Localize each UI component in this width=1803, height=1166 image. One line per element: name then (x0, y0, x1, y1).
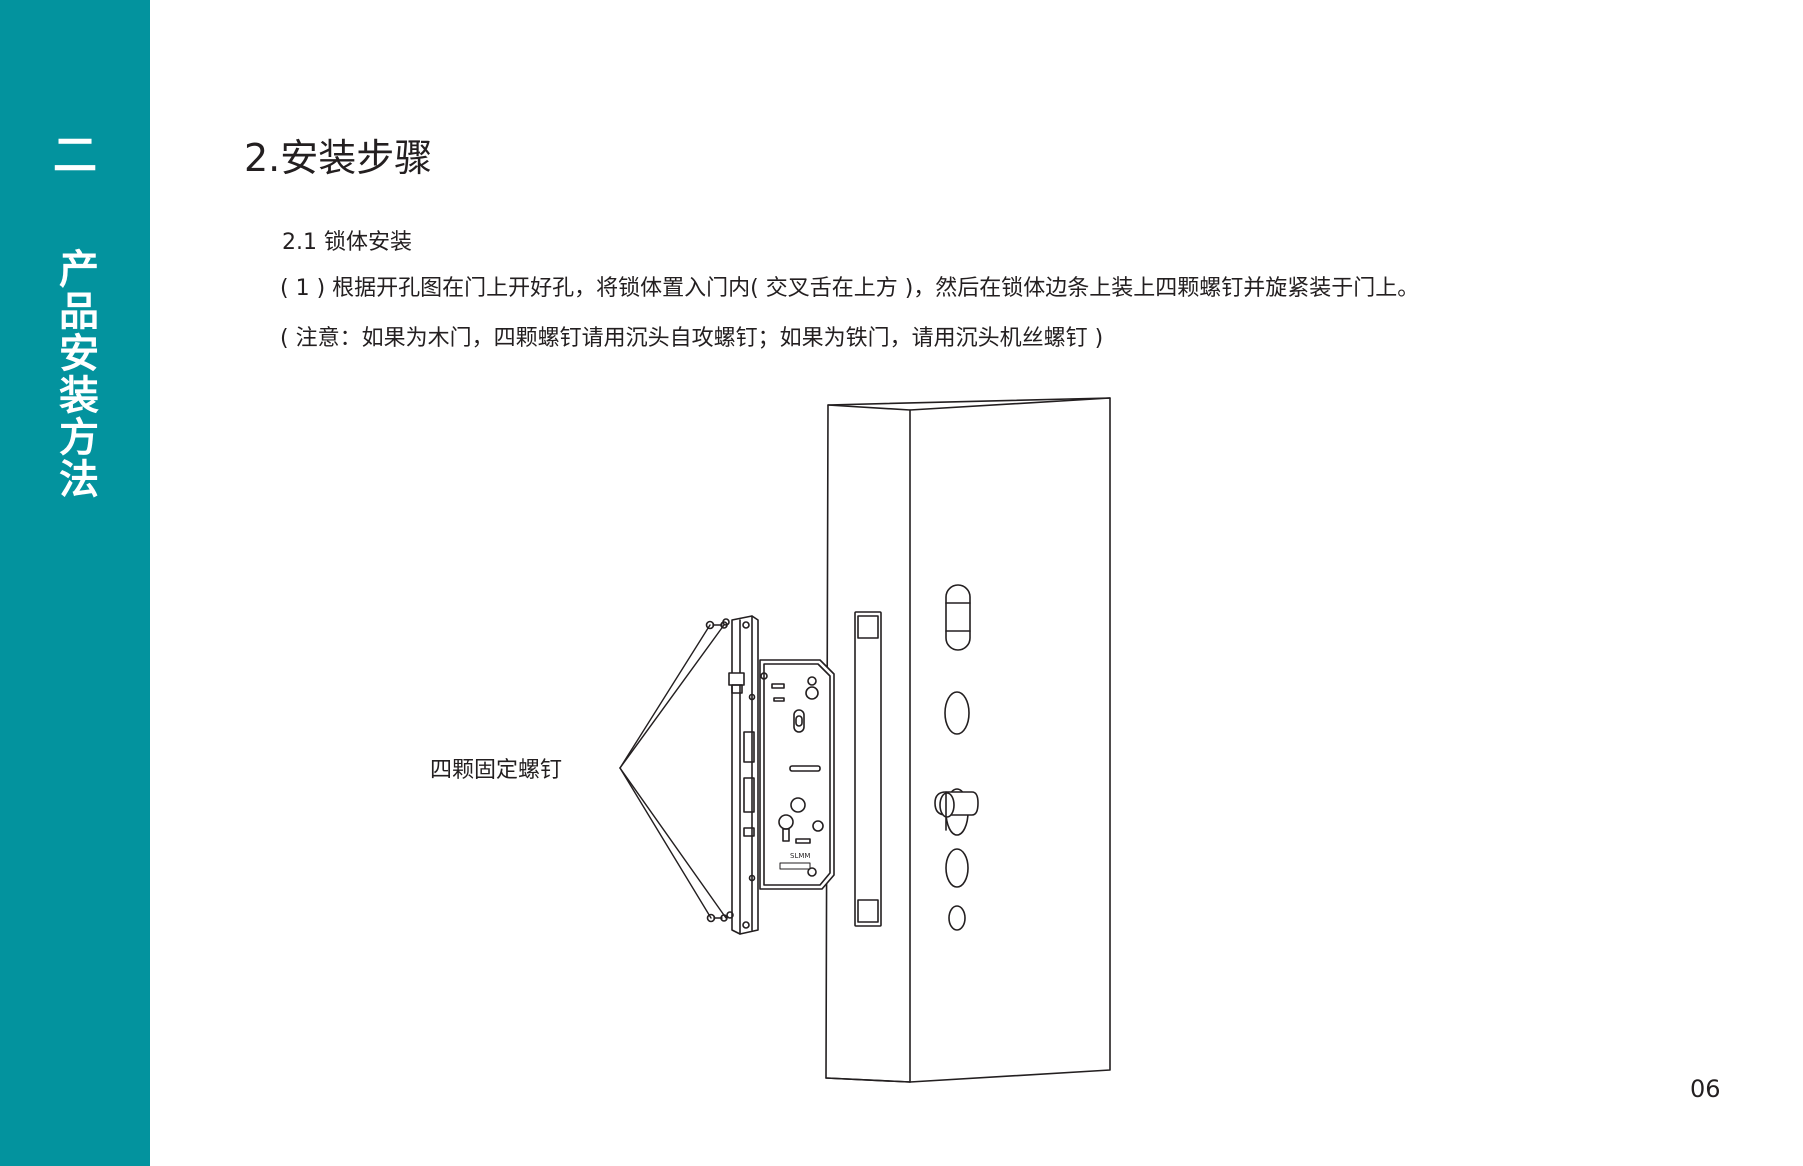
lock-installation-illustration: SLMM (619, 397, 1111, 1083)
screw-callout-label: 四颗固定螺钉 (430, 758, 563, 783)
screw-bottom-left (706, 913, 728, 923)
fixing-screws (705, 618, 734, 923)
chapter-title: 产品安装方法 (52, 248, 98, 500)
instruction-step-1: ( 1 ) 根据开孔图在门上开好孔，将锁体置入门内( 交叉舌在上方 )，然后在锁… (280, 276, 1420, 301)
screw-bottom-right (726, 911, 734, 919)
chapter-number: 二 (53, 130, 97, 181)
lock-body-marking: SLMM (790, 852, 810, 860)
lock-faceplate (728, 615, 759, 935)
door-slab (825, 397, 1111, 1083)
chapter-title-wrap: 产品安装方法 (0, 248, 150, 500)
callout-leader-lines (619, 624, 727, 919)
subsection-title: 2.1 锁体安装 (282, 230, 412, 255)
screw-top-right (722, 618, 730, 626)
page-number: 06 (1690, 1075, 1721, 1103)
instruction-note: ( 注意：如果为木门，四颗螺钉请用沉头自攻螺钉；如果为铁门，请用沉头机丝螺钉 ) (280, 326, 1104, 351)
mortise-lock-body (759, 659, 835, 890)
section-title: 2.安装步骤 (244, 136, 433, 180)
chapter-sidebar: 二 产品安装方法 (0, 0, 150, 1166)
